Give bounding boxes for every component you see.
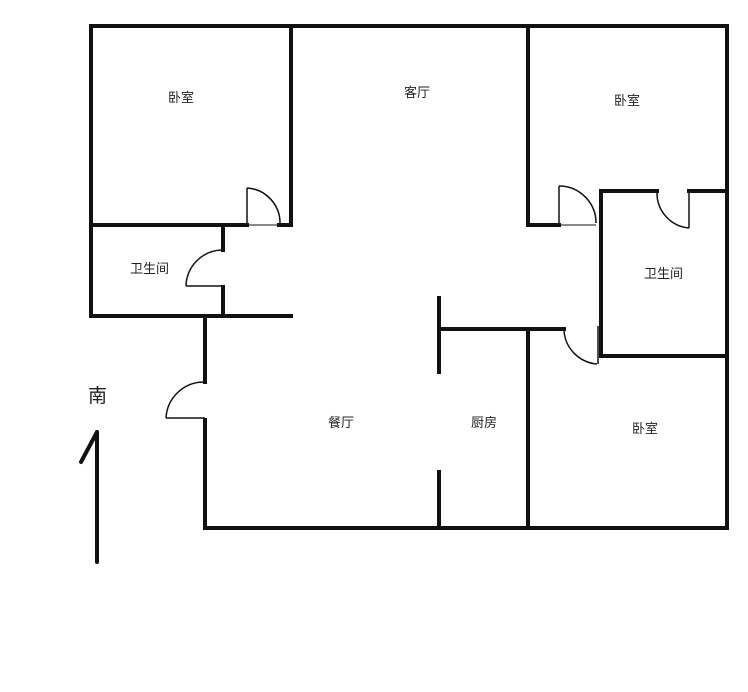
room-label-bathroom-right: 卫生间	[644, 267, 683, 282]
room-label-living-room: 客厅	[404, 85, 430, 101]
compass-label: 南	[88, 385, 107, 407]
walls	[89, 24, 729, 530]
doors	[165, 185, 690, 419]
room-label-bathroom-left: 卫生间	[130, 262, 169, 277]
door-bedroom-br	[563, 326, 599, 365]
door-bathroom-l	[185, 249, 223, 287]
door-bathroom-r	[656, 191, 690, 229]
door-bedroom-tr	[558, 185, 597, 226]
room-label-bedroom-bottom-right: 卧室	[632, 421, 658, 437]
compass-arrow-icon	[79, 430, 99, 564]
door-entrance	[165, 381, 205, 419]
room-label-bedroom-top-left: 卧室	[168, 90, 194, 106]
door-bedroom-tl	[246, 187, 281, 226]
room-label-bedroom-top-right: 卧室	[614, 93, 640, 109]
room-label-kitchen: 厨房	[471, 415, 497, 431]
room-label-dining-room: 餐厅	[328, 415, 354, 431]
